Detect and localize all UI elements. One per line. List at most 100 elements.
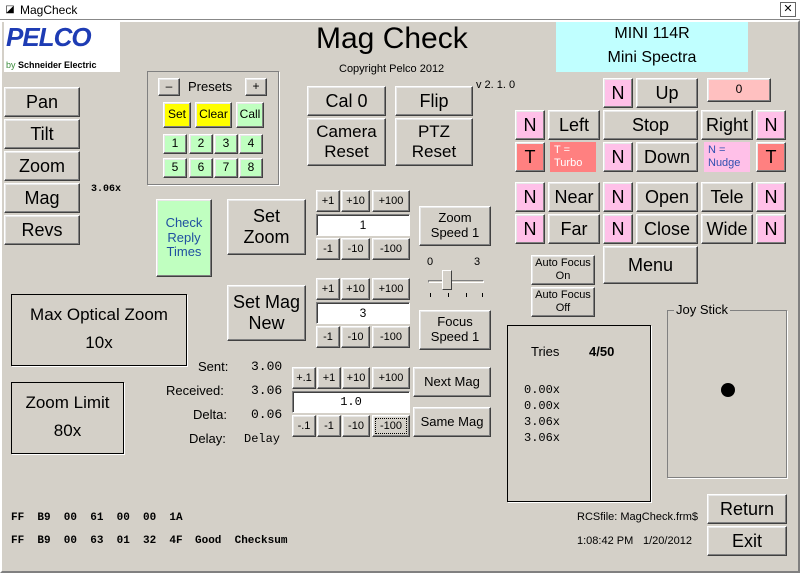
preset-call-button[interactable]: Call (236, 102, 264, 128)
rcs-file: RCSfile: MagCheck.frm$ (577, 511, 699, 523)
down-nudge-button[interactable]: N (603, 142, 633, 172)
zoom-minus10-button[interactable]: -10 (341, 238, 370, 260)
zoom-speed-button[interactable]: Zoom Speed 1 (419, 206, 491, 246)
zoom-plus1-button[interactable]: +1 (316, 190, 340, 212)
tele-button[interactable]: Tele (701, 182, 753, 212)
zoom-minus100-button[interactable]: -100 (372, 238, 410, 260)
set-mag-new-button[interactable]: Set Mag New (227, 285, 306, 341)
preset-5-button[interactable]: 5 (163, 158, 187, 178)
close-icon[interactable]: ✕ (780, 2, 796, 17)
up-nudge-button[interactable]: N (603, 78, 633, 108)
fine-plus-point1-button[interactable]: +.1 (292, 367, 316, 389)
preset-minus-button[interactable]: – (158, 78, 180, 96)
open-nudge-button[interactable]: N (603, 182, 633, 212)
cal0-button[interactable]: Cal 0 (307, 86, 386, 116)
mag-minus10-button[interactable]: -10 (341, 326, 370, 348)
presets-label: Presets (188, 79, 233, 94)
fine-minus10-button[interactable]: -10 (342, 415, 370, 437)
left-turbo-button[interactable]: T (515, 142, 545, 172)
menu-button[interactable]: Menu (603, 246, 698, 284)
mag-plus100-button[interactable]: +100 (372, 278, 410, 300)
tilt-button[interactable]: Tilt (4, 119, 80, 149)
focus-speed-slider-thumb[interactable] (442, 270, 452, 290)
fine-minus100-button[interactable]: -100 (372, 415, 410, 437)
mag-minus100-button[interactable]: -100 (372, 326, 410, 348)
stop-button[interactable]: Stop (603, 110, 698, 140)
preset-2-button[interactable]: 2 (189, 134, 213, 154)
open-button[interactable]: Open (636, 182, 698, 212)
same-mag-button[interactable]: Same Mag (413, 407, 491, 437)
joystick-knob[interactable] (721, 383, 735, 397)
far-nudge-button[interactable]: N (515, 214, 545, 244)
left-nudge-button[interactable]: N (515, 110, 545, 140)
zoom-plus10-button[interactable]: +10 (341, 190, 370, 212)
preset-plus-button[interactable]: + (245, 78, 267, 96)
mag-button[interactable]: Mag (4, 183, 80, 213)
joystick-label: Joy Stick (674, 302, 731, 317)
pelco-logo: PELCO by Schneider Electric (4, 22, 120, 72)
mag-plus10-button[interactable]: +10 (341, 278, 370, 300)
autofocus-on-button[interactable]: Auto Focus On (531, 255, 595, 285)
near-button[interactable]: Near (548, 182, 600, 212)
mag-minus1-button[interactable]: -1 (316, 326, 340, 348)
preset-clear-button[interactable]: Clear (195, 102, 232, 128)
wide-nudge-button[interactable]: N (756, 214, 786, 244)
fine-minus-point1-button[interactable]: -.1 (292, 415, 316, 437)
window-frame (0, 20, 800, 573)
camera-reset-button[interactable]: Camera Reset (307, 118, 386, 166)
next-mag-button[interactable]: Next Mag (413, 367, 491, 397)
fine-plus100-button[interactable]: +100 (372, 367, 410, 389)
fine-minus1-button[interactable]: -1 (317, 415, 341, 437)
slider-tick (448, 293, 449, 297)
zoom-value-field[interactable]: 1 (316, 214, 410, 236)
app-icon: ◪ (5, 4, 15, 15)
slider-min-label: 0 (427, 256, 434, 268)
near-nudge-button[interactable]: N (515, 182, 545, 212)
focus-speed-slider-track[interactable] (428, 280, 484, 283)
zoom-minus1-button[interactable]: -1 (316, 238, 340, 260)
close-nudge-button[interactable]: N (603, 214, 633, 244)
fine-plus10-button[interactable]: +10 (342, 367, 370, 389)
preset-7-button[interactable]: 7 (214, 158, 238, 178)
close-iris-button[interactable]: Close (636, 214, 698, 244)
up-button[interactable]: Up (636, 78, 698, 108)
left-button[interactable]: Left (548, 110, 600, 140)
preset-set-button[interactable]: Set (163, 102, 191, 128)
pan-button[interactable]: Pan (4, 87, 80, 117)
wide-button[interactable]: Wide (701, 214, 753, 244)
set-zoom-button[interactable]: Set Zoom (227, 199, 306, 255)
exit-button[interactable]: Exit (707, 526, 787, 556)
preset-4-button[interactable]: 4 (239, 134, 263, 154)
far-button[interactable]: Far (548, 214, 600, 244)
right-button[interactable]: Right (701, 110, 753, 140)
flip-button[interactable]: Flip (395, 86, 473, 116)
preset-3-button[interactable]: 3 (214, 134, 238, 154)
revs-button[interactable]: Revs (4, 215, 80, 245)
focus-speed-button[interactable]: Focus Speed 1 (419, 310, 491, 350)
zoom-plus100-button[interactable]: +100 (372, 190, 410, 212)
checksum-status: Good Checksum (195, 535, 288, 547)
slider-tick (430, 293, 431, 297)
sent-value: 3.00 (251, 359, 283, 374)
max-optical-zoom-panel: Max Optical Zoom 10x (11, 294, 187, 366)
return-button[interactable]: Return (707, 494, 787, 524)
check-reply-times-button[interactable]: Check Reply Times (156, 199, 212, 277)
hex-line-2: FF B9 00 63 01 32 4F (11, 535, 183, 547)
tries-value: 0.00x (524, 399, 561, 413)
mag-value-field[interactable]: 3 (316, 302, 410, 324)
tele-nudge-button[interactable]: N (756, 182, 786, 212)
fine-plus1-button[interactable]: +1 (317, 367, 341, 389)
autofocus-off-button[interactable]: Auto Focus Off (531, 287, 595, 317)
down-button[interactable]: Down (636, 142, 698, 172)
preset-8-button[interactable]: 8 (239, 158, 263, 178)
zoom-button[interactable]: Zoom (4, 151, 80, 181)
preset-1-button[interactable]: 1 (163, 134, 187, 154)
logo-wordmark: PELCO (6, 22, 92, 52)
right-nudge-button[interactable]: N (756, 110, 786, 140)
right-turbo-button[interactable]: T (756, 142, 786, 172)
mag-plus1-button[interactable]: +1 (316, 278, 340, 300)
preset-6-button[interactable]: 6 (189, 158, 213, 178)
ptz-reset-button[interactable]: PTZ Reset (395, 118, 473, 166)
fine-value-field[interactable]: 1.0 (292, 391, 410, 413)
turbo-legend: T = Turbo (550, 142, 596, 172)
